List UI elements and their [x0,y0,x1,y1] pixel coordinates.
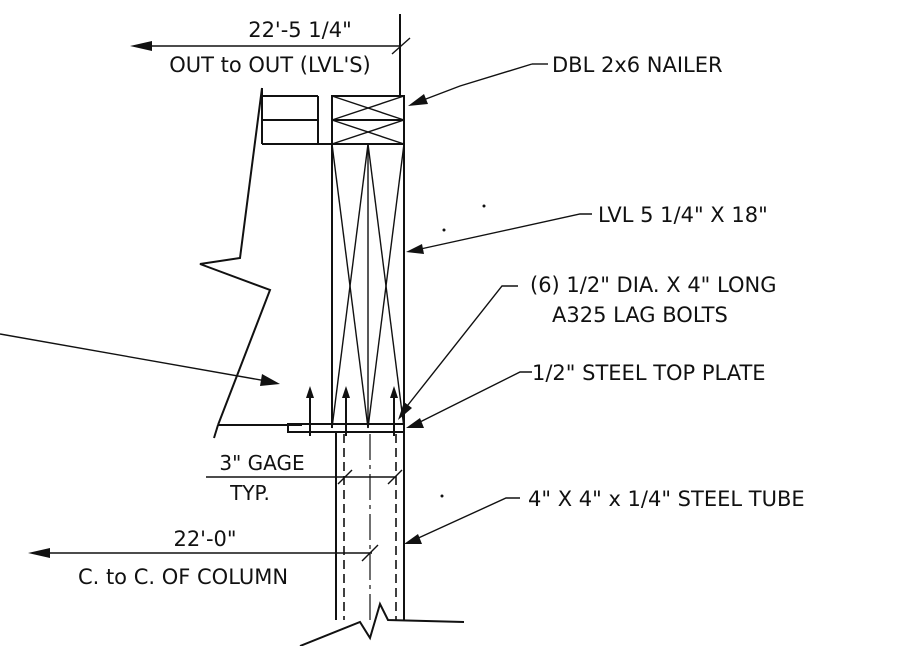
gage-note: TYP. [229,481,270,505]
lag-bolts-leader-arrow [398,402,412,420]
lvl-ply1-diag-b [331,143,369,429]
top-plate-label: 1/2" STEEL TOP PLATE [532,361,766,385]
lag-bolts-leader-line [403,285,518,411]
framing-break-line [199,87,272,426]
top-plate-leader-arrow [406,418,424,428]
steel-tube-label: 4" X 4" x 1/4" STEEL TUBE [528,487,805,511]
steel-tube-leader-line [413,497,520,541]
out-to-out-note: OUT to OUT (LVL'S) [169,53,371,77]
lvl-label: LVL 5 1/4" X 18" [598,203,768,227]
lvl-leader-arrow [406,244,424,254]
nailer-leader-arrow [408,94,428,106]
joist-framing [199,87,332,439]
nailer-bottom-cross-2 [331,119,405,145]
dbl-2x6-nailer [331,95,405,145]
framing-leader-arrow [260,374,280,386]
lag-bolts-label-line2: A325 LAG BOLTS [552,303,728,327]
callout-framing-unlabeled [0,333,280,386]
gage-value: 3" GAGE [219,451,304,475]
lag-bolts [306,386,398,436]
top-plate-leader-line [415,371,532,425]
nailer-top-cross-2 [331,95,405,121]
callout-steel-tube: 4" X 4" x 1/4" STEEL TUBE [404,487,805,544]
gage-tick-1 [337,469,353,485]
stray-mark-2 [482,204,486,208]
gage-dimension: 3" GAGE TYP. [206,451,403,505]
out-to-out-value: 22'-5 1/4" [248,18,352,42]
lag-bolts-label-line1: (6) 1/2" DIA. X 4" LONG [530,273,776,297]
out-to-out-dimension: 22'-5 1/4" OUT to OUT (LVL'S) [130,18,411,77]
center-to-center-dimension: 22'-0" C. to C. OF COLUMN [28,527,379,589]
callout-nailer: DBL 2x6 NAILER [408,53,723,106]
lag-bolt-2-tip [342,386,350,398]
center-to-center-value: 22'-0" [173,527,236,551]
steel-tube-leader-arrow [404,534,422,544]
callout-lag-bolts: (6) 1/2" DIA. X 4" LONG A325 LAG BOLTS [398,273,776,420]
out-to-out-arrowhead [130,41,152,51]
gage-tick-2 [387,469,403,485]
column-break-line [299,601,465,646]
center-to-center-arrowhead [28,548,50,558]
callout-lvl: LVL 5 1/4" X 18" [406,203,768,254]
lvl-beam [331,96,405,429]
lag-bolt-1-tip [306,386,314,398]
center-to-center-tick [361,544,379,562]
lvl-ply2-diag-b [367,143,405,429]
nailer-leader-line [417,63,533,103]
lvl-leader-line [415,213,592,251]
center-to-center-note: C. to C. OF COLUMN [78,565,288,589]
framing-break-tail [213,424,219,439]
stray-mark-1 [440,494,444,498]
steel-tube-column [299,432,465,646]
lag-bolt-3-tip [390,386,398,398]
stray-mark-3 [442,228,446,232]
nailer-label: DBL 2x6 NAILER [552,53,723,77]
callout-top-plate: 1/2" STEEL TOP PLATE [406,361,766,428]
framing-leader-line [0,333,273,383]
